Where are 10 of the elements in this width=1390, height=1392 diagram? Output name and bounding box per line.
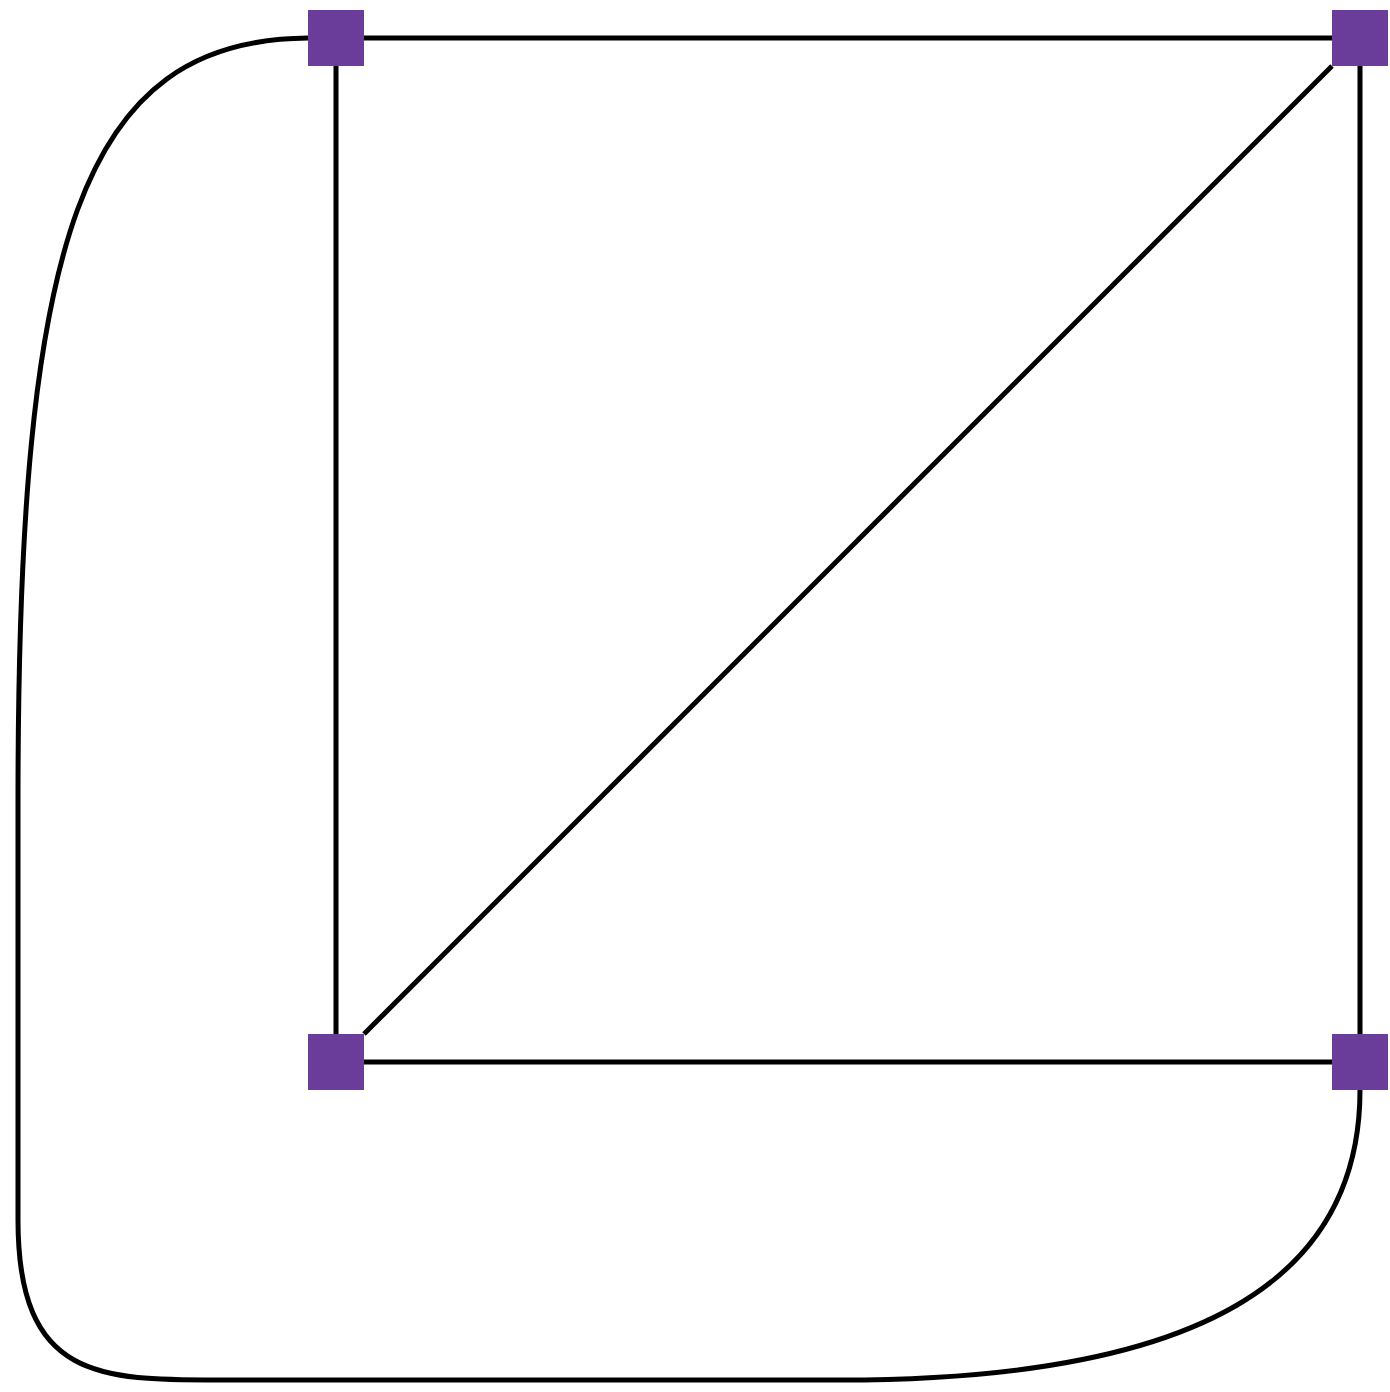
vertex-square: [308, 10, 364, 66]
connector-line: [362, 64, 1334, 1036]
vertex-square: [308, 1034, 364, 1090]
connector-line: [15, 35, 1363, 1383]
vertex-square: [1332, 1034, 1388, 1090]
connector-line: [364, 1059, 1332, 1065]
connector-line: [364, 35, 1332, 41]
connector-line: [1357, 66, 1363, 1034]
connector-line: [333, 66, 339, 1034]
vertex-square: [1332, 10, 1388, 66]
